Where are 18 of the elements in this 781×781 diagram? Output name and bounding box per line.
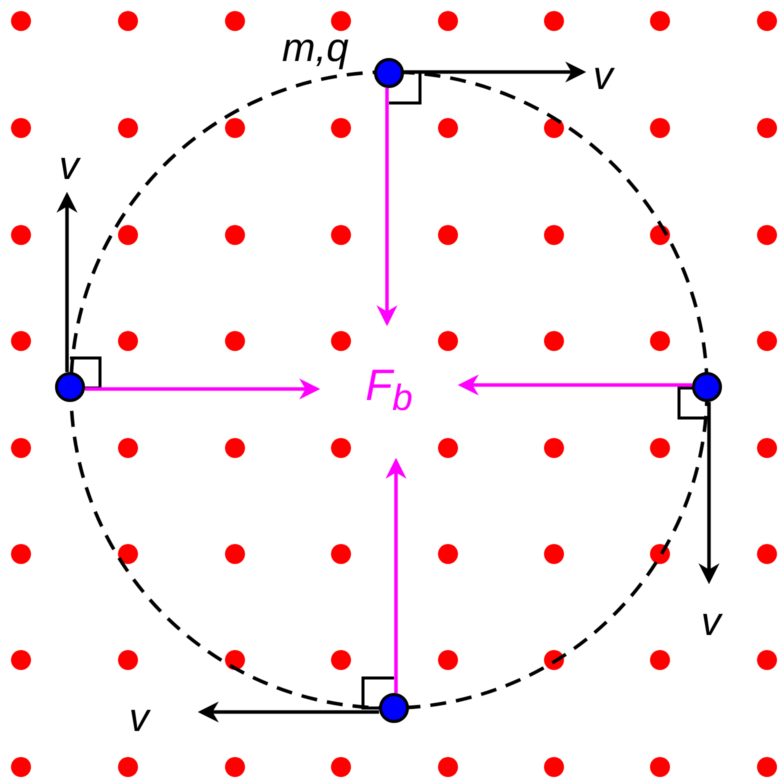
arrow [386, 458, 406, 693]
arrow [698, 402, 720, 584]
arrow [376, 88, 398, 326]
arrow [404, 62, 586, 82]
particle-dot [374, 58, 404, 88]
arrow [458, 374, 692, 396]
particle-dot [692, 372, 722, 402]
particle-label: m,q [282, 26, 349, 70]
velocity-label: v [129, 696, 149, 740]
arrow [56, 192, 78, 372]
particle-dot [55, 372, 85, 402]
velocity-label: v [59, 144, 79, 188]
arrow [198, 702, 379, 722]
velocity-label: v [701, 600, 721, 644]
force-label: F$_{b}$ [365, 361, 413, 420]
velocity-label: v [593, 54, 613, 98]
particle-dot [379, 693, 409, 723]
arrow [85, 378, 320, 400]
